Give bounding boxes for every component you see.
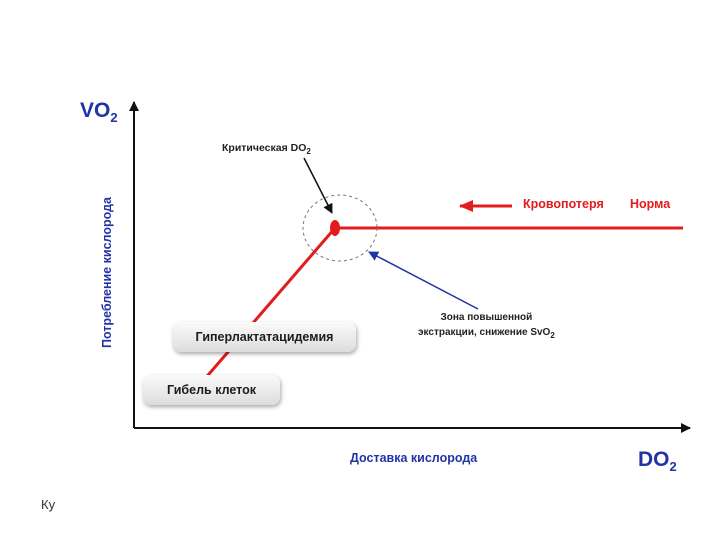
y-axis-title: VO2 — [80, 99, 118, 126]
cell-death-box: Гибель клеток — [143, 375, 280, 405]
rising-curve-segment — [188, 227, 337, 397]
blood-loss-label: Кровопотеря — [523, 197, 604, 211]
norm-label: Норма — [630, 197, 671, 211]
x-axis-title: DO2 — [638, 448, 677, 475]
x-axis-label: Доставка кислорода — [350, 451, 478, 465]
zone-pointer-arrow — [368, 251, 479, 310]
extraction-zone-circle — [302, 194, 378, 262]
critical-pointer-arrow — [303, 157, 333, 214]
hyperlactatemia-box: Гиперлактатацидемия — [173, 322, 356, 352]
footer-text: Ку — [41, 497, 56, 512]
critical-do2-label: Критическая DO2 — [222, 142, 311, 157]
zone-label-line2: экстракции, снижение SvO2 — [418, 327, 555, 340]
critical-point-marker — [330, 220, 340, 236]
zone-label-line1: Зона повышенной — [440, 312, 533, 323]
y-axis-label: Потребление кислорода — [100, 197, 114, 348]
extraction-zone-label: Зона повышенной экстракции, снижение SvO… — [418, 310, 555, 343]
